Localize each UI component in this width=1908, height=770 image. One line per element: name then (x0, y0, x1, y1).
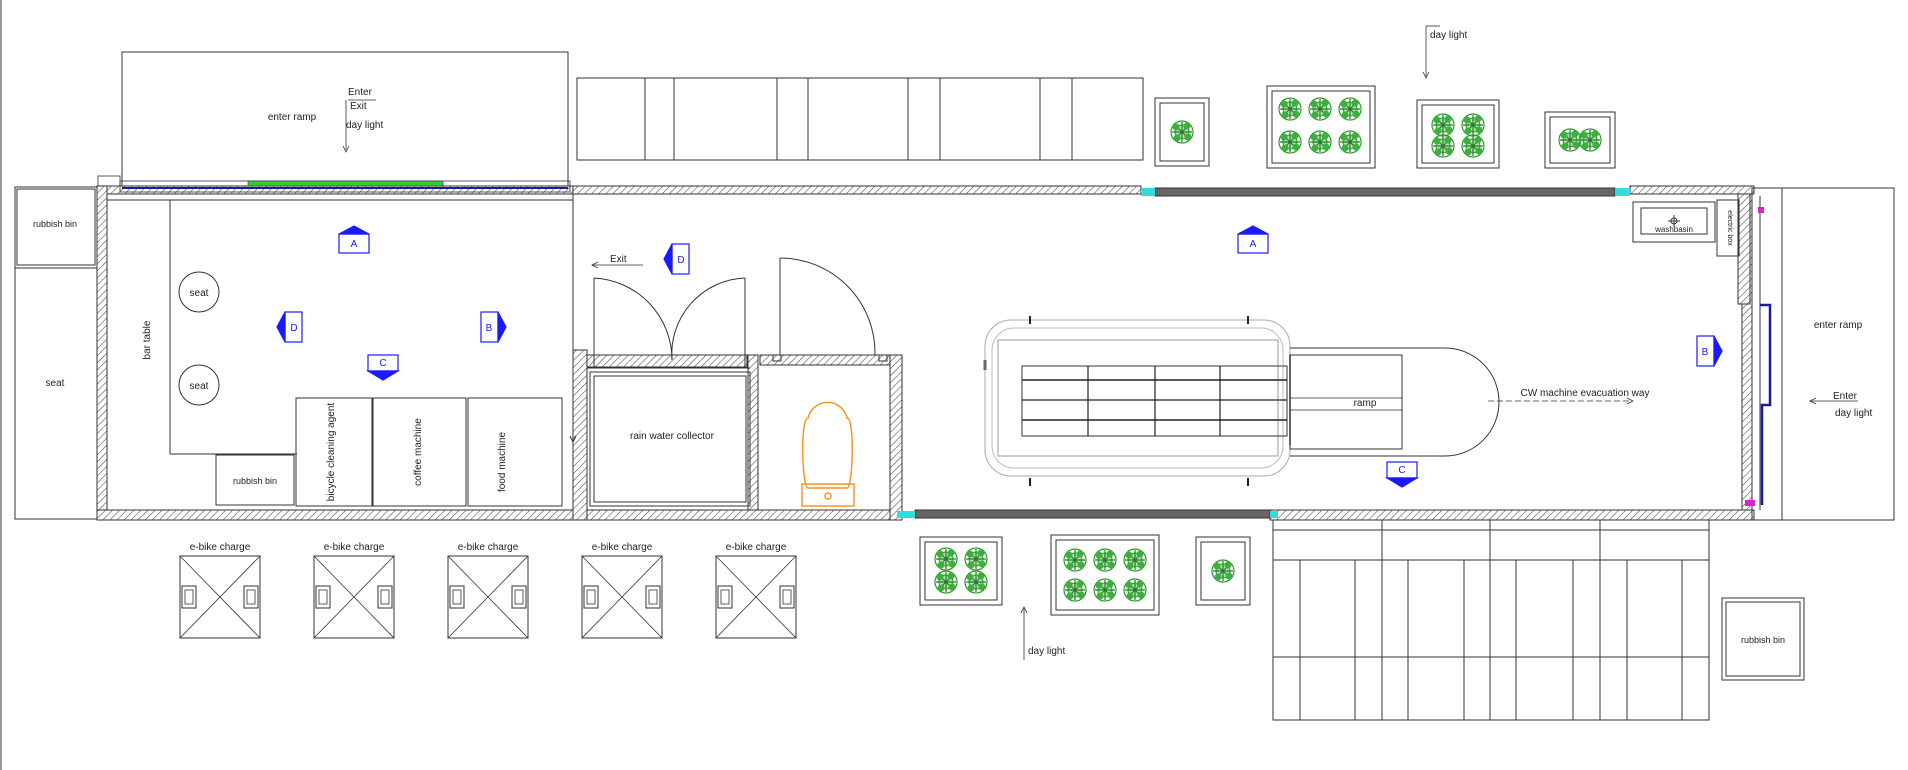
ebike-charge-label: e-bike charge (592, 542, 653, 553)
rubbish-bin-inner-label: rubbish bin (233, 476, 277, 486)
top-planters (1154, 85, 1616, 169)
bottom-planters (919, 534, 1251, 616)
rubbish-bin-inner (215, 454, 295, 506)
food-machine (467, 397, 563, 507)
section-marker-c-right (1384, 461, 1420, 488)
left-building-walls (96, 185, 903, 521)
ebike-charger: e-bike charge (179, 542, 261, 639)
exit-mid-label: Exit (610, 254, 627, 265)
cw-machine (983, 316, 1500, 486)
top-trees (1170, 97, 1602, 158)
electric-box (1716, 199, 1740, 257)
enter-ramp-right-label: enter ramp (1814, 320, 1863, 331)
section-marker-d-left (276, 311, 303, 343)
washbasin-label: washbasin (1654, 225, 1693, 234)
rain-water-collector-label: rain water collector (630, 431, 715, 442)
section-marker-d-mid (663, 243, 690, 275)
window-cyan-1 (1141, 188, 1155, 196)
seat-left-label: seat (46, 378, 65, 389)
window-cyan-4 (1270, 511, 1278, 518)
bicycle-cleaning-agent (295, 397, 373, 507)
window-cyan-3 (897, 511, 915, 518)
ebike-charger: e-bike charge (447, 542, 529, 639)
seat-2 (178, 364, 220, 406)
cw-machine-evacuation-way-label: CW machine evacuation way (1521, 388, 1650, 399)
ebike-charge-label: e-bike charge (458, 542, 519, 553)
ebike-charge-label: e-bike charge (726, 542, 787, 553)
rain-water-room (572, 194, 888, 507)
left-outside-area (14, 186, 98, 520)
section-a-left-label: A (351, 239, 358, 250)
day-light-right-label: day light (1835, 408, 1872, 419)
day-light-bottom-label: day light (1028, 646, 1065, 657)
section-marker-b-left (480, 311, 507, 343)
section-d-mid-label: D (677, 255, 684, 266)
day-light-top-left-label: day light (346, 120, 383, 131)
ebike-charger: e-bike charge (715, 542, 797, 639)
section-marker-a-left (338, 225, 370, 254)
machines (295, 397, 577, 507)
seat-1 (178, 271, 220, 313)
section-a-right-label: A (1250, 239, 1257, 250)
enter-ramp-left (121, 51, 569, 187)
main-room-walls (572, 185, 1755, 521)
bar-table-area (107, 199, 573, 506)
washbasin (1632, 201, 1716, 243)
section-marker-c-left (365, 354, 401, 381)
window-cyan-2 (1615, 188, 1630, 196)
rubbish-bin-left (16, 188, 96, 266)
coffee-machine-label: coffee machine (413, 418, 424, 486)
exit-top-label: Exit (350, 101, 367, 112)
top-window-left (97, 175, 571, 193)
enter-ramp-left-label: enter ramp (268, 112, 317, 123)
ebike-charger: e-bike charge (313, 542, 395, 639)
day-light-top-right-label: day light (1430, 30, 1467, 41)
section-d-left-label: D (290, 323, 297, 334)
enter-ramp-right (1781, 187, 1895, 521)
seat-1-label: seat (190, 288, 209, 299)
section-c-right-label: C (1398, 465, 1405, 476)
enter-right-label: Enter (1833, 391, 1858, 402)
food-machine-label: food machine (497, 432, 508, 492)
ebike-charge-label: e-bike charge (324, 542, 385, 553)
rubbish-bin-left-label: rubbish bin (33, 219, 77, 229)
section-c-left-label: C (379, 358, 386, 369)
bottom-parking-bays (1272, 519, 1710, 721)
enter-top-label: Enter (348, 87, 373, 98)
section-b-left-label: B (486, 323, 493, 334)
electric-box-label: electric box (1726, 210, 1733, 246)
section-b-right-label: B (1702, 347, 1709, 358)
section-marker-a-right (1237, 225, 1269, 254)
ebike-chargers: e-bike charge e-bike charge e-bike charge e… (179, 542, 797, 639)
top-parking-bays (576, 77, 1144, 161)
section-marker-b-right (1696, 335, 1723, 367)
seat-2-label: seat (190, 381, 209, 392)
bottom-trees (934, 547, 1235, 602)
rubbish-bin-right-label: rubbish bin (1741, 635, 1785, 645)
coffee-machine (372, 397, 467, 507)
ebike-charger: e-bike charge (581, 542, 663, 639)
bar-table-label: bar table (142, 320, 153, 359)
section-markers (276, 225, 1723, 488)
toilet-icon (801, 401, 855, 507)
ebike-charge-label: e-bike charge (190, 542, 251, 553)
ramp-label: ramp (1354, 398, 1377, 409)
bicycle-cleaning-agent-label: bicycle cleaning agent (326, 403, 337, 502)
rubbish-bin-right (1721, 597, 1805, 681)
